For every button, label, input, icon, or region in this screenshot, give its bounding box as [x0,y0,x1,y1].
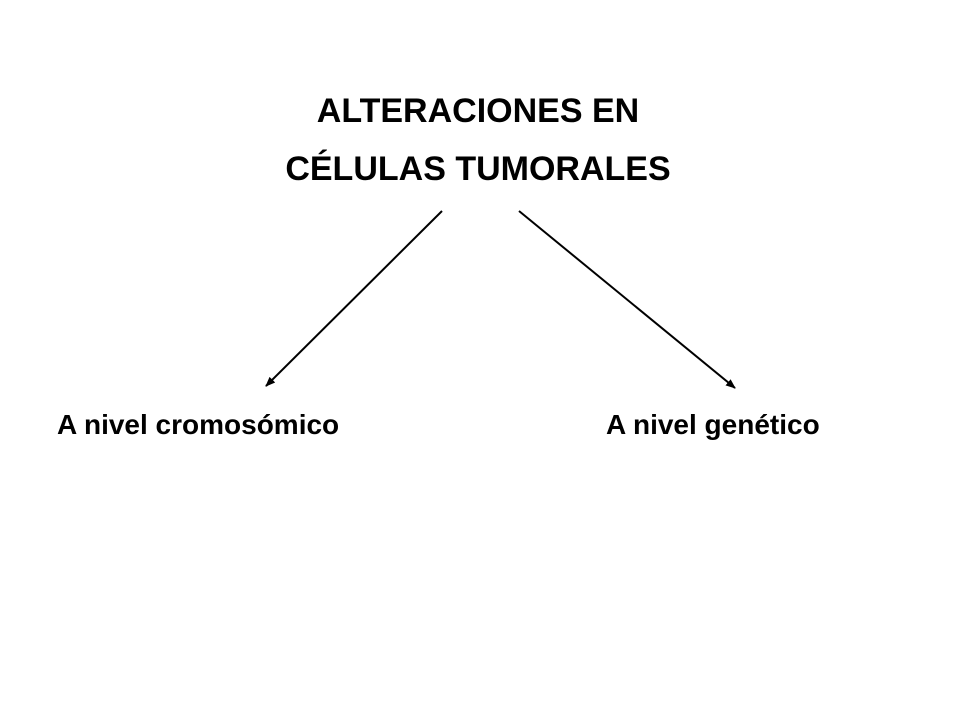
branch-label-genetic: A nivel genético [606,409,820,440]
arrow-left [265,210,443,387]
arrow-right [518,210,736,389]
root-title-line-1: ALTERACIONES EN [316,92,640,130]
root-title-line-2: CÉLULAS TUMORALES [285,150,671,188]
branch-label-chromosomal: A nivel cromosómico [57,409,340,440]
